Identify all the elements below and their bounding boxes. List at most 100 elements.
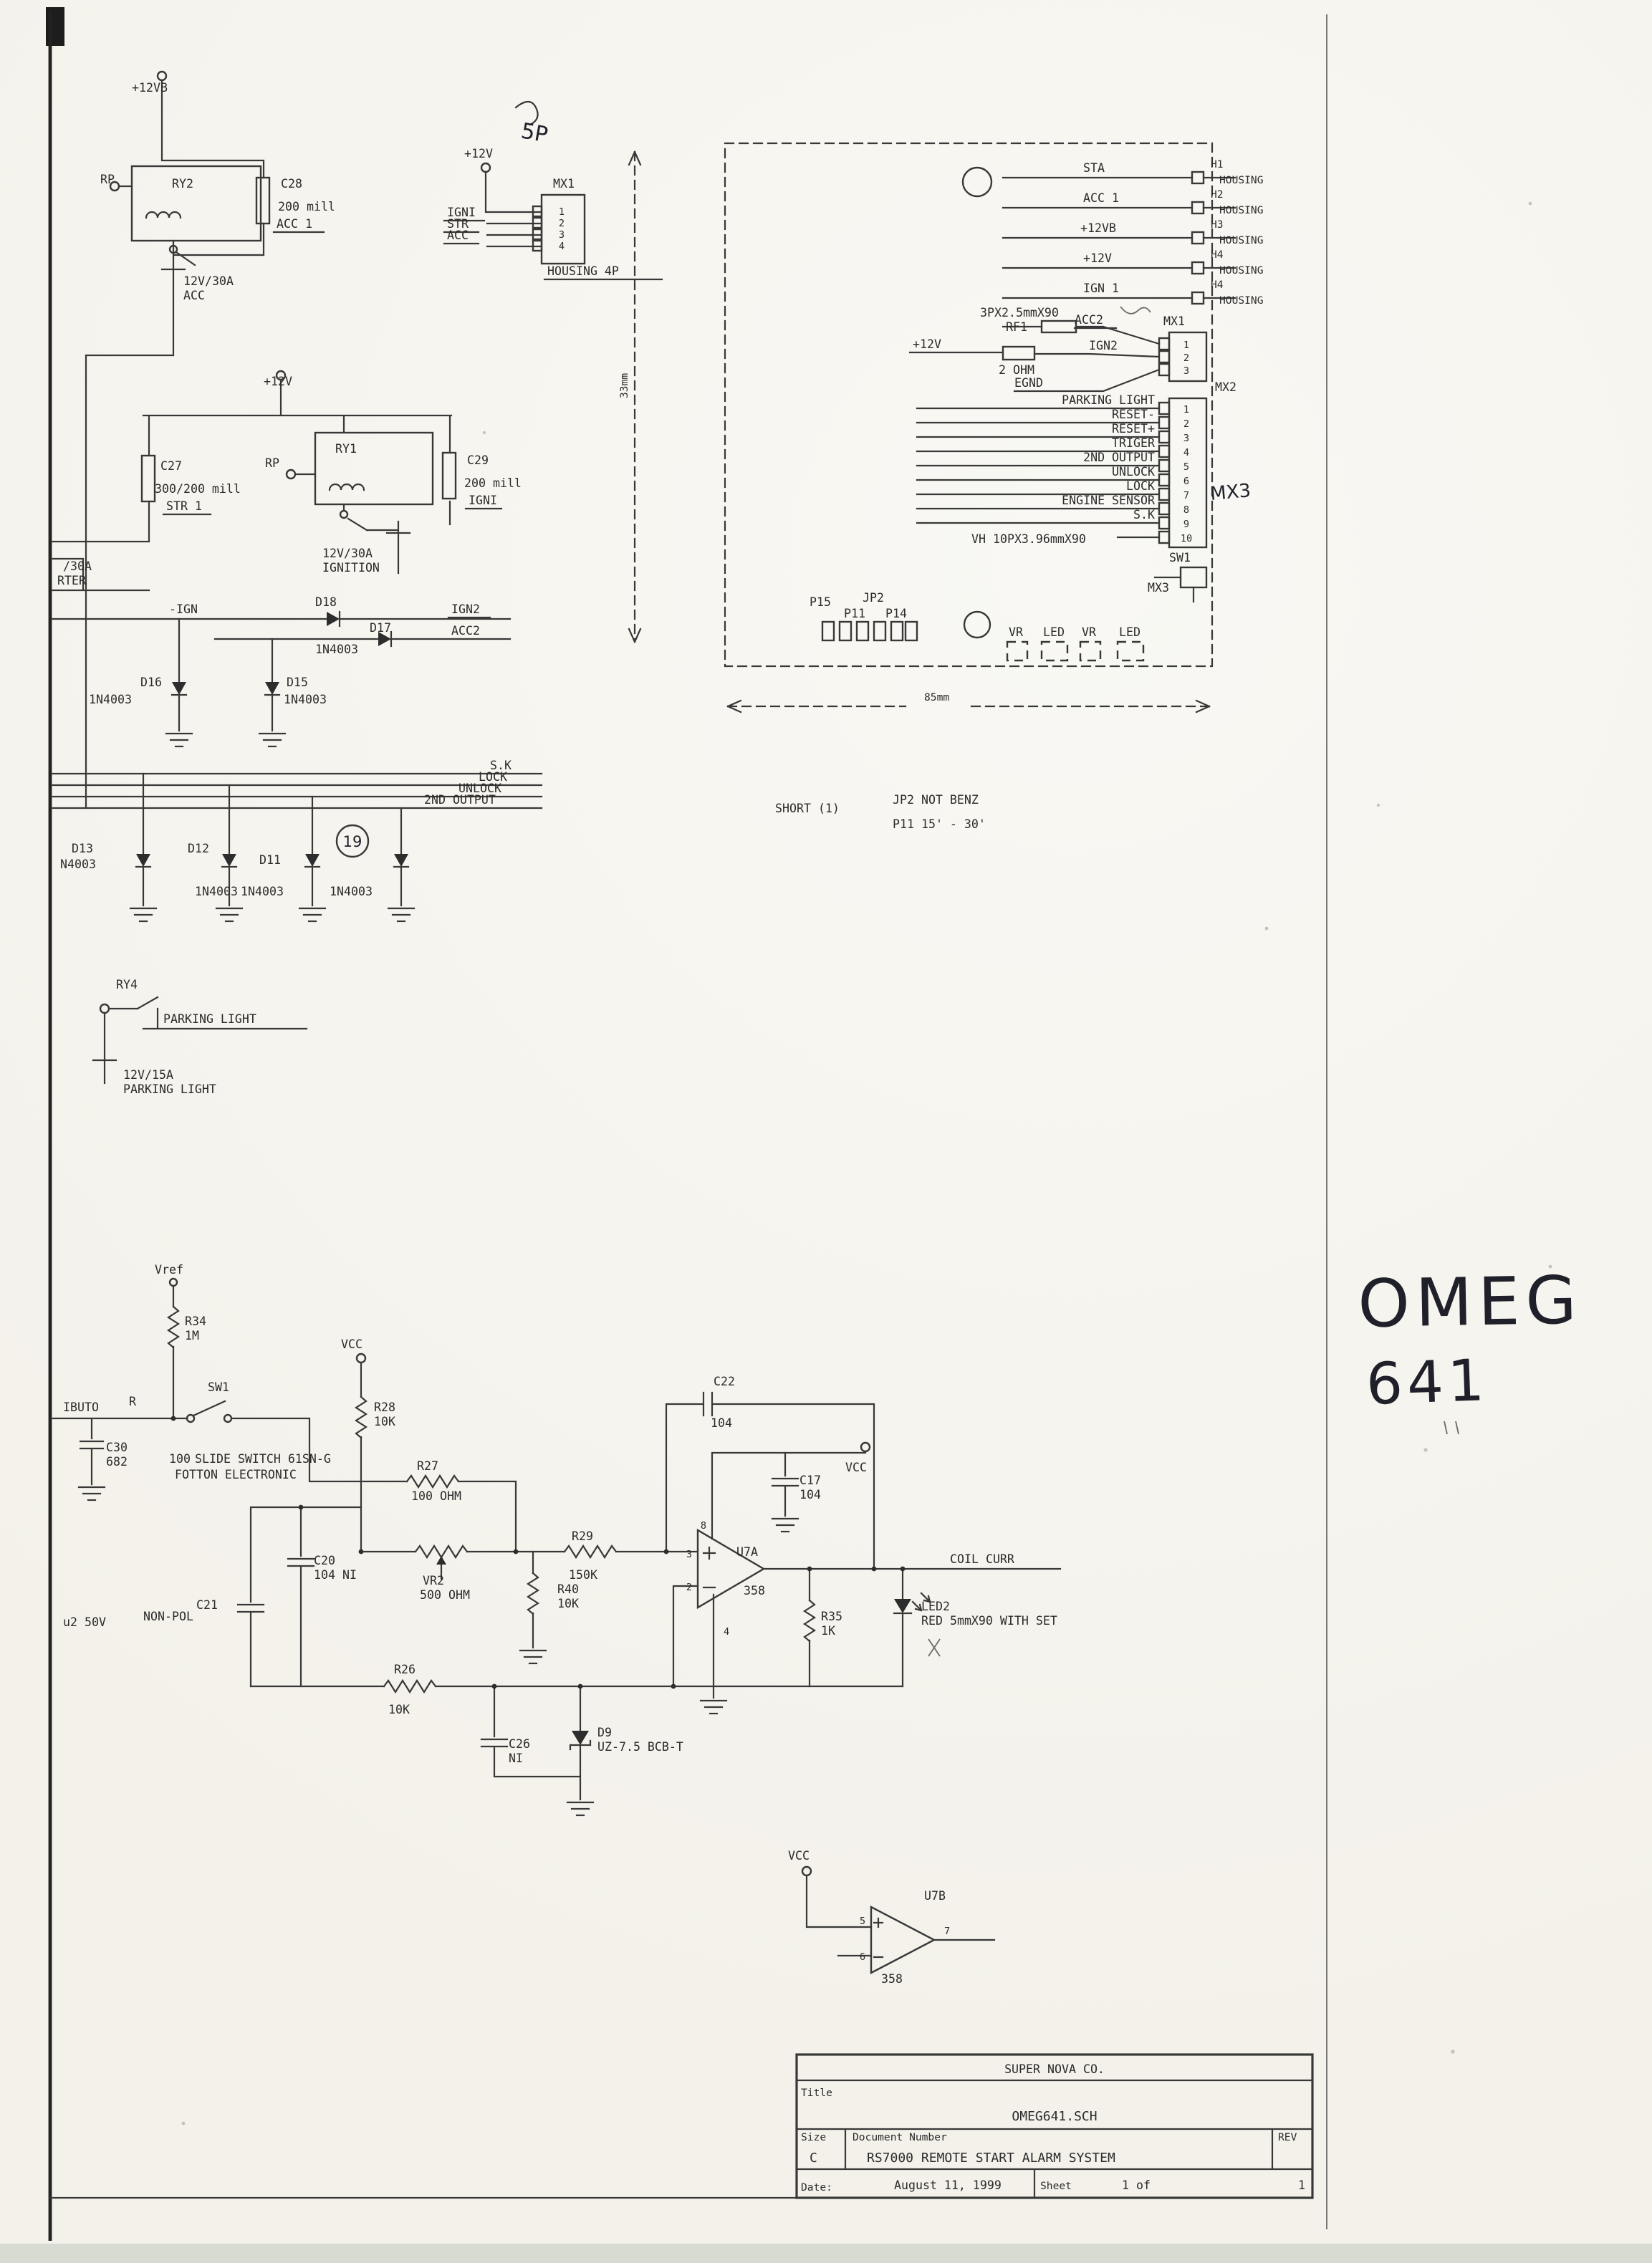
- sheet-total: 1: [1298, 2178, 1305, 2192]
- handwritten-scribble: [1120, 306, 1151, 314]
- mx1-harness-connector: [443, 100, 663, 643]
- width-dimension: [726, 699, 1211, 714]
- housing-label: HOUSING: [1219, 174, 1264, 186]
- net-label: +12VB: [1080, 221, 1116, 235]
- net-label: +12VB: [132, 81, 168, 95]
- connector-mx2-body: [1168, 397, 1208, 549]
- cut-label: IBUTO: [63, 1400, 99, 1414]
- net-label: STR: [447, 217, 469, 231]
- value-label: 1N4003: [330, 885, 373, 898]
- ref-label: D9: [597, 1726, 612, 1739]
- handwritten-model-number: 641: [1365, 1347, 1489, 1418]
- signal-label: 2ND OUTPUT: [1083, 451, 1155, 464]
- value-label: UZ-7.5 BCB-T: [597, 1740, 683, 1754]
- handwritten-ditto-marks: [1444, 1421, 1459, 1435]
- note-label: P11 15' - 30': [893, 817, 986, 831]
- housing-label: HOUSING: [1219, 234, 1264, 246]
- handwritten-note: 5P: [519, 118, 550, 148]
- net-label: ACC: [447, 229, 469, 242]
- fuse-label: PARKING LIGHT: [123, 1082, 216, 1096]
- net-label: +12V: [264, 375, 292, 388]
- handwritten-note: 19: [343, 833, 362, 850]
- note-label: JP2 NOT BENZ: [893, 793, 979, 807]
- mounting-hole: [961, 166, 993, 198]
- power-label: VCC: [788, 1849, 810, 1863]
- cut-label: /30A: [63, 559, 92, 573]
- cut-label: RTER: [57, 574, 86, 587]
- net-label: IGN2: [451, 602, 480, 616]
- connector-label: HOUSING 4P: [547, 264, 619, 278]
- value-label: 300/200 mill: [155, 482, 241, 496]
- ref-label: C29: [467, 453, 489, 467]
- pin-number: 1: [1183, 340, 1189, 351]
- ref-label: RY4: [116, 978, 138, 991]
- pin-number: 8: [1183, 504, 1189, 516]
- ref-label: C21: [196, 1598, 218, 1612]
- value-label: 1M: [185, 1329, 199, 1342]
- value-label: 682: [106, 1455, 128, 1469]
- value-label: RED 5mmX90 WITH SET: [921, 1614, 1057, 1628]
- field-label: Title: [801, 2087, 832, 2099]
- ref-label: VR: [1082, 625, 1096, 639]
- signal-label: ENGINE SENSOR: [1062, 494, 1155, 507]
- value-label: NON-POL: [143, 1610, 193, 1623]
- handwritten-circle: [335, 824, 370, 858]
- pin-number: 7: [944, 1926, 950, 1937]
- net-label: +12V: [464, 147, 493, 160]
- net-label: STR 1: [166, 499, 202, 513]
- ref-label: MX2: [1215, 380, 1236, 394]
- handwritten-x: [928, 1638, 941, 1657]
- pin-number: 3: [1183, 433, 1189, 444]
- schematic-filename: OMEG641.SCH: [1012, 2109, 1097, 2124]
- ref-label: R27: [417, 1459, 438, 1473]
- net-label: -IGN: [169, 602, 198, 616]
- dimension-label: 33mm: [618, 373, 630, 398]
- pin-number: 4: [1183, 447, 1189, 458]
- net-label: ACC 1: [1083, 191, 1119, 205]
- net-label: Vref: [155, 1263, 183, 1277]
- ref-label: LED: [1043, 625, 1065, 639]
- fuse-label: 12V/15A: [123, 1068, 173, 1082]
- ref-label: SW1: [208, 1380, 229, 1394]
- vr-symbol: [1006, 640, 1029, 662]
- pin-number: 5: [860, 1916, 865, 1927]
- net-label: PARKING LIGHT: [163, 1012, 256, 1026]
- pin-label: H4: [1211, 279, 1224, 291]
- ref-label: D16: [140, 676, 162, 689]
- value-label: 358: [881, 1972, 903, 1986]
- value-label: 10K: [374, 1415, 395, 1428]
- ref-label: C22: [714, 1375, 735, 1388]
- pin-label: H3: [1211, 218, 1224, 231]
- pin-number: 2: [686, 1582, 692, 1593]
- company-name: SUPER NOVA CO.: [1004, 2062, 1105, 2076]
- handwritten-squiggle: [514, 100, 539, 126]
- pin-number: 4: [724, 1626, 729, 1638]
- note-label: FOTTON ELECTRONIC: [175, 1468, 297, 1481]
- fuse-label: IGNITION: [322, 561, 380, 575]
- value-label: 200 mill: [278, 200, 335, 213]
- note-label: SLIDE SWITCH 61SN-G: [195, 1452, 331, 1466]
- title-block: [795, 2053, 1314, 2199]
- value-label: 500 OHM: [420, 1588, 470, 1602]
- pin-number: 3: [686, 1549, 692, 1560]
- net-label: ACC2: [451, 624, 480, 638]
- cap-c27-symbol: [140, 454, 156, 503]
- value-label: VH 10PX3.96mmX90: [971, 532, 1086, 546]
- field-label: Date:: [801, 2181, 832, 2194]
- sw1-and-jumpers: [821, 566, 1208, 662]
- field-label: Sheet: [1040, 2180, 1072, 2192]
- net-label: EGND: [1014, 376, 1043, 390]
- signal-label: LOCK: [1126, 479, 1155, 493]
- power-label: VCC: [341, 1337, 362, 1351]
- ref-label: D17: [370, 621, 391, 635]
- value-label: 358: [744, 1584, 765, 1597]
- value-label: 2 OHM: [999, 363, 1034, 377]
- ref-label: RY2: [172, 177, 193, 191]
- field-label: Size: [801, 2131, 826, 2143]
- pin-number: 3: [1183, 365, 1189, 377]
- scan-edge-band: [0, 2244, 1652, 2263]
- relay-driver-section: [50, 70, 543, 1085]
- pin-number: 4: [559, 241, 565, 252]
- ref-label: C26: [509, 1737, 530, 1751]
